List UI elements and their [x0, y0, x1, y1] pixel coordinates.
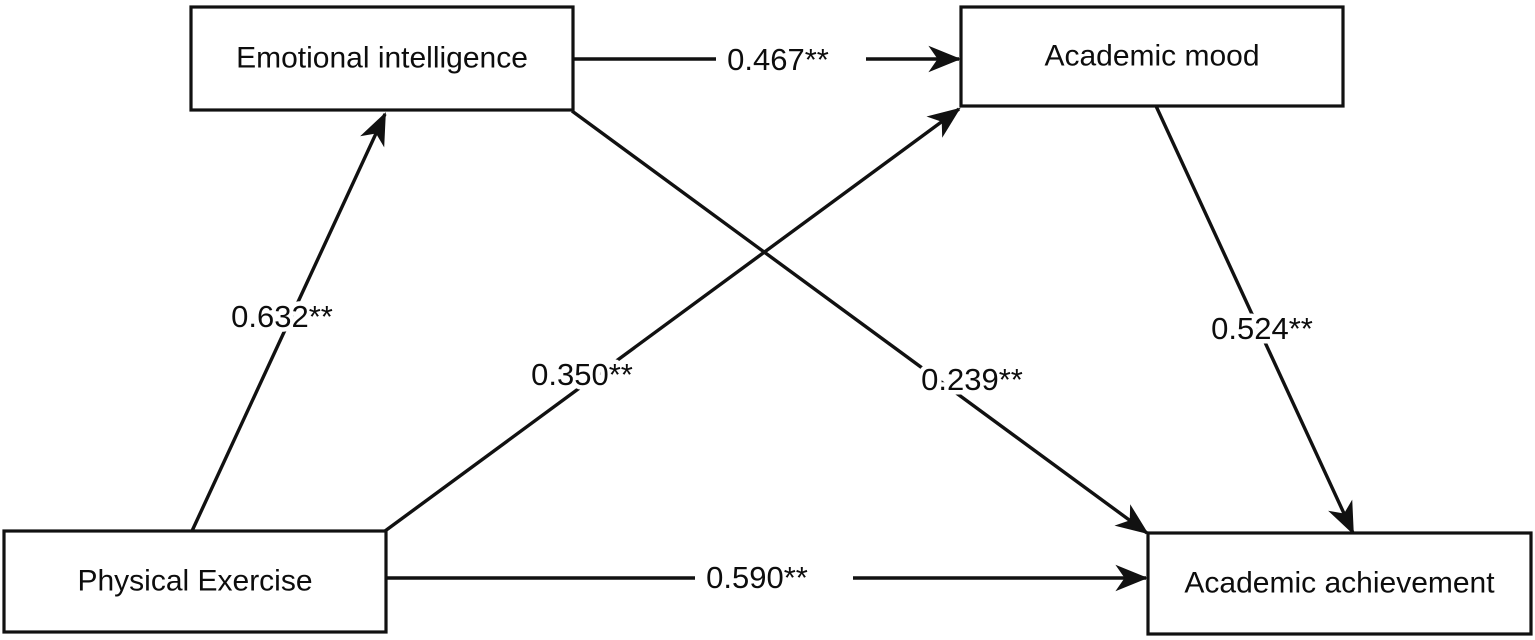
node-label-emotional-intelligence: Emotional intelligence	[236, 41, 528, 74]
node-label-academic-mood: Academic mood	[1044, 39, 1259, 72]
node-label-physical-exercise: Physical Exercise	[77, 564, 312, 597]
coefficient-label-ei-to-am: 0.467**0.467**	[723, 38, 834, 82]
edge-ei-to-aa	[570, 109, 1149, 535]
coefficient-label-ei-to-aa: 0.239**0.239**	[917, 358, 1028, 402]
edge-line-ei-to-aa	[570, 109, 1149, 535]
edge-line-am-to-aa	[1154, 105, 1355, 535]
node-box-academic-mood[interactable]	[959, 5, 1345, 108]
node-label-academic-achievement: Academic achievement	[1184, 566, 1495, 599]
nodes-layer: Emotional intelligence Academic moodPhysi…	[2, 5, 1533, 636]
coefficient-halo-ei-to-aa: 0.239**	[921, 362, 1023, 397]
coefficient-halo-ei-to-am: 0.467**	[727, 42, 829, 77]
node-academic-mood[interactable]: Academic mood	[959, 5, 1345, 108]
coefficient-label-pe-to-am: 0.350**0.350**	[527, 353, 638, 397]
coefficient-text-pe-to-am: 0.350**	[531, 357, 633, 392]
edge-pe-to-ei	[190, 112, 387, 532]
node-emotional-intelligence[interactable]: Emotional intelligence	[189, 5, 575, 112]
coefficient-text-ei-to-am: 0.467**	[727, 42, 829, 77]
edge-pe-to-am	[383, 107, 961, 533]
node-box-emotional-intelligence[interactable]	[189, 5, 575, 112]
edges-layer	[190, 45, 1355, 592]
edge-line-pe-to-ei	[190, 112, 387, 532]
coefficient-text-pe-to-aa: 0.590**	[706, 560, 808, 595]
coefficient-label-pe-to-ei: 0.632**0.632**	[227, 295, 338, 339]
node-physical-exercise[interactable]: Physical Exercise	[2, 529, 388, 634]
coefficient-text-am-to-aa: 0.524**	[1211, 311, 1313, 346]
edge-am-to-aa	[1154, 105, 1355, 535]
node-academic-achievement[interactable]: Academic achievement	[1146, 531, 1533, 636]
coefficient-halo-pe-to-am: 0.350**	[531, 357, 633, 392]
coefficient-text-pe-to-ei: 0.632**	[231, 299, 333, 334]
node-box-physical-exercise[interactable]	[2, 529, 388, 634]
coefficient-label-am-to-aa: 0.524**0.524**	[1207, 307, 1318, 351]
node-box-academic-achievement[interactable]	[1146, 531, 1533, 636]
coefficient-halo-pe-to-aa: 0.590**	[706, 560, 808, 595]
edge-line-pe-to-am	[383, 107, 961, 533]
coefficient-halo-am-to-aa: 0.524**	[1211, 311, 1313, 346]
coefficient-text-ei-to-aa: 0.239**	[921, 362, 1023, 397]
coefficient-label-pe-to-aa: 0.590**0.590**	[702, 556, 813, 600]
coefficient-halo-pe-to-ei: 0.632**	[231, 299, 333, 334]
edge-labels-layer: 0.467**0.467** 0.632**0.632** 0.350**0.350…	[227, 38, 1318, 600]
